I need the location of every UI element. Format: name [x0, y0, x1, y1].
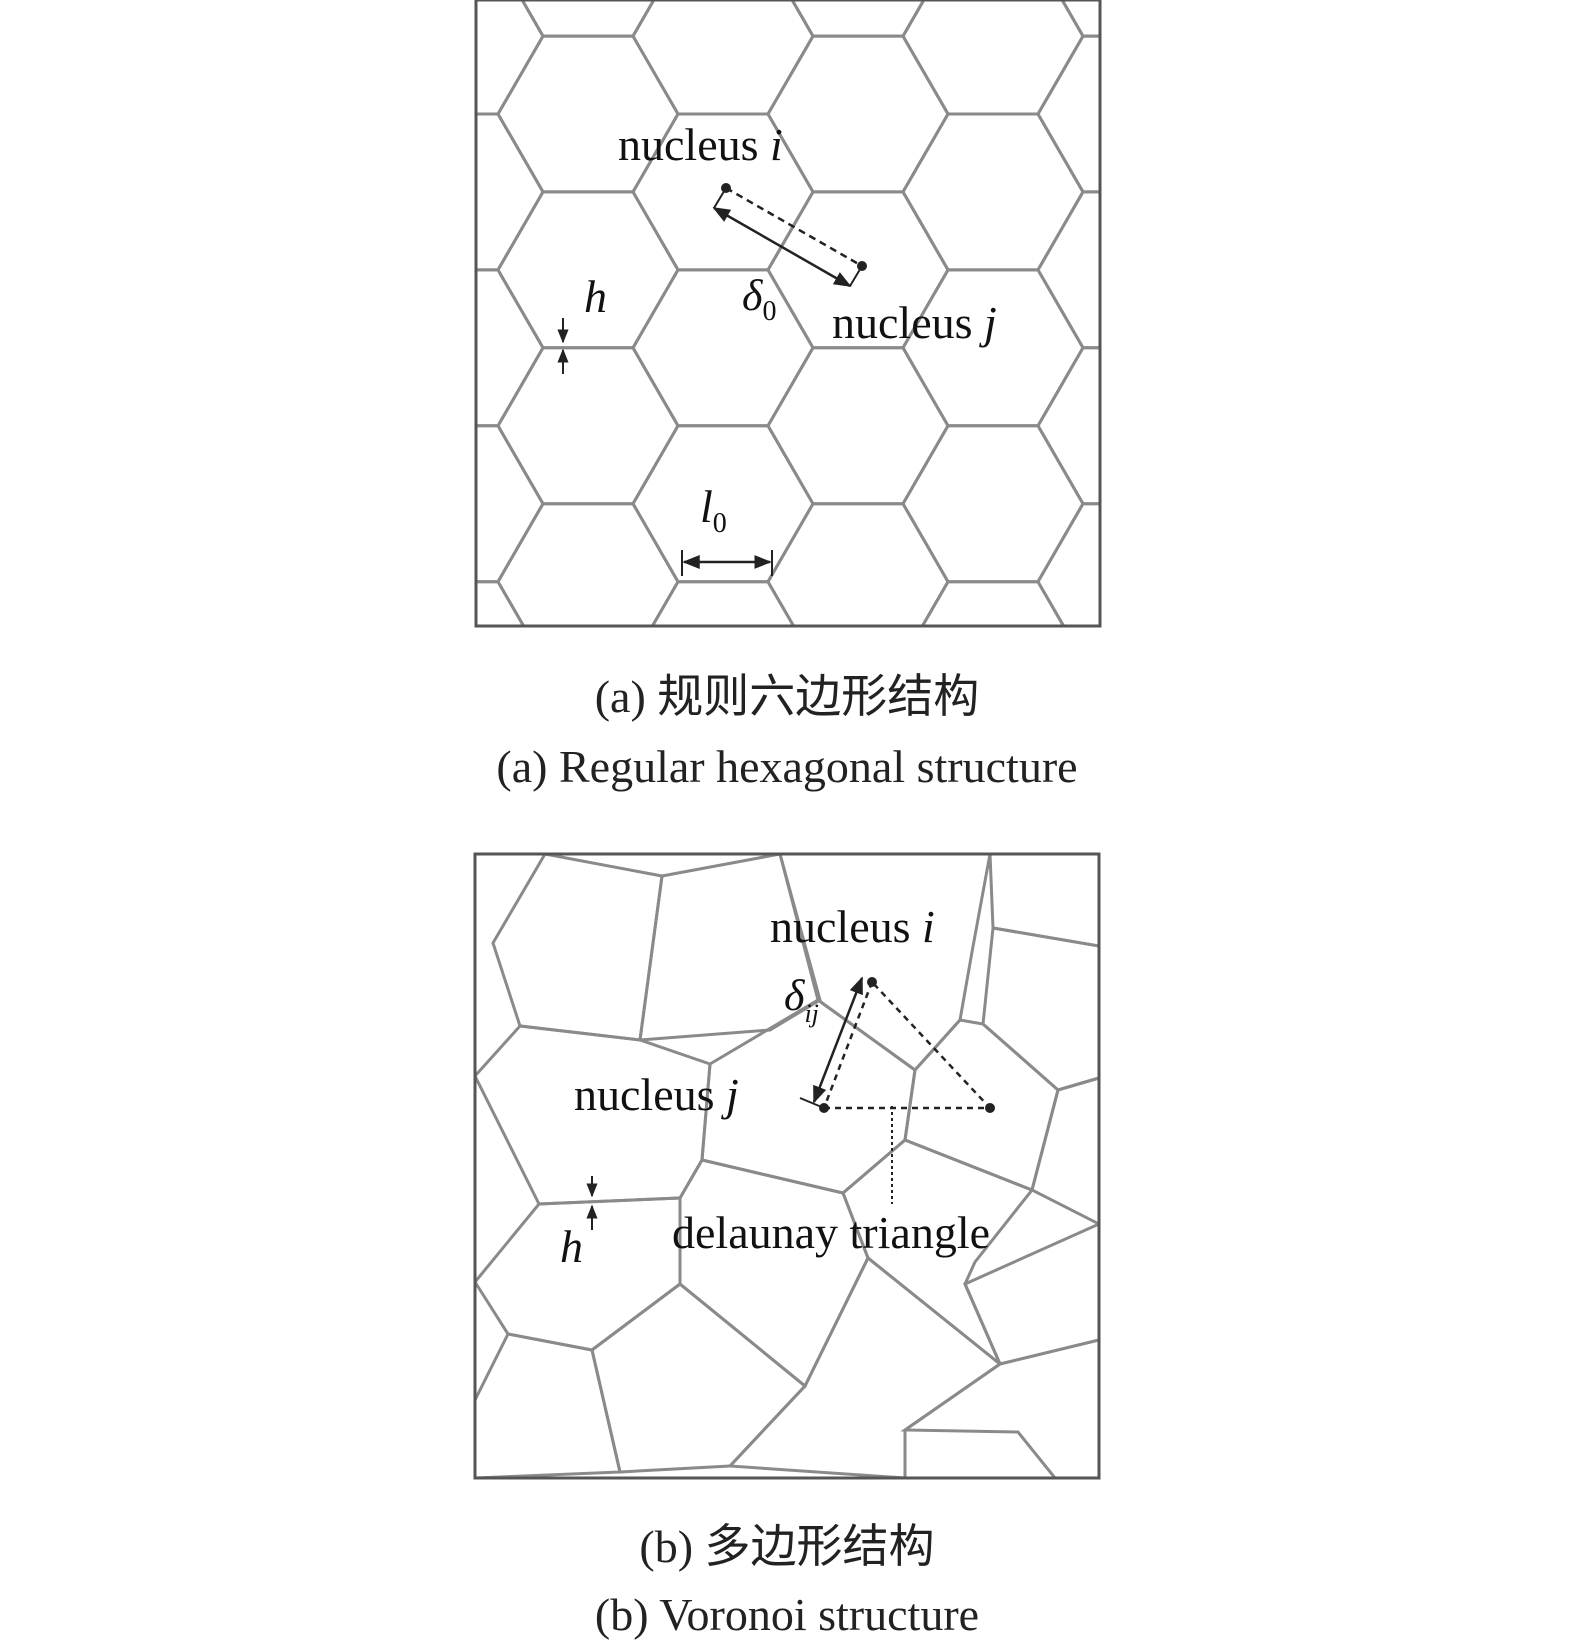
hexagon-cell	[1308, 0, 1488, 36]
hexagon-cell	[1173, 114, 1353, 270]
panel-a: nucleus i nucleus j δ0 h l0 (a) 规则六边形结构 …	[363, 0, 1488, 1049]
hexagon-cell	[476, 580, 526, 626]
panel-a-frame	[474, 0, 1102, 628]
nucleus-j-label-a: nucleus j	[832, 297, 997, 348]
hexagon-cell	[1036, 346, 1100, 506]
hexagon-cell	[631, 424, 815, 584]
hexagon-cell	[476, 112, 545, 272]
hexagon-cell	[1173, 582, 1353, 738]
l0-label: l0	[700, 481, 727, 539]
nucleus-i-label-a: nucleus i	[618, 119, 783, 170]
hexagon-grid	[363, 0, 1488, 1049]
hexagon-cell	[901, 112, 1085, 272]
hexagon-cell	[1308, 192, 1488, 348]
hexagon-cell	[766, 502, 950, 626]
hexagon-cell	[496, 346, 680, 506]
nucleus-j-label-b: nucleus j	[574, 1069, 739, 1120]
hexagon-cell	[631, 0, 815, 116]
voronoi-cell	[963, 1222, 1099, 1366]
hexagon-cell	[1036, 502, 1100, 626]
delaunay-label: delaunay triangle	[672, 1207, 990, 1258]
voronoi-cell	[981, 926, 1099, 1092]
hexagon-cell	[1173, 0, 1353, 114]
nucleus-i-label-b: nucleus i	[770, 901, 935, 952]
hexagon-cell	[1173, 426, 1353, 582]
hexagon-cell	[496, 502, 680, 626]
delta0-arrow	[712, 206, 852, 288]
hexagon-cell	[766, 346, 950, 506]
caption-a-en: (a) Regular hexagonal structure	[496, 741, 1077, 792]
third-nucleus-dot	[985, 1103, 995, 1113]
hexagon-cell	[1173, 893, 1353, 1049]
hexagon-cell	[1173, 270, 1353, 426]
delta-ij-label: δij	[784, 971, 819, 1028]
voronoi-cell	[1030, 1076, 1099, 1226]
caption-b-zh: (b) 多边形结构	[639, 1521, 934, 1572]
h-label-b: h	[560, 1221, 583, 1272]
hexagon-cell	[476, 268, 545, 428]
nucleus-j-dot	[857, 261, 867, 271]
hexagon-cell	[1308, 36, 1488, 192]
hexagon-cell	[1308, 660, 1488, 816]
hexagon-cell	[766, 34, 950, 194]
voronoi-cell	[590, 1282, 808, 1474]
h-label-a: h	[584, 271, 607, 322]
hexagon-cell	[1308, 816, 1488, 972]
caption-b-en: (b) Voronoi structure	[595, 1589, 979, 1640]
voronoi-cell	[988, 854, 1099, 948]
hexagon-cell	[1038, 816, 1218, 972]
voronoi-cell	[900, 1338, 1099, 1478]
voronoi-cell	[491, 854, 664, 1042]
hexagon-cell	[1308, 504, 1488, 660]
panel-b-frame	[473, 852, 1101, 1480]
hexagon-cell	[363, 893, 543, 1049]
voronoi-cell	[778, 854, 992, 1073]
delta0-label: δ0	[742, 271, 776, 327]
voronoi-cell	[475, 1332, 622, 1478]
caption-a-zh: (a) 规则六边形结构	[595, 671, 980, 722]
hexagon-cell	[901, 0, 1085, 116]
hexagon-cell	[476, 424, 545, 584]
panel-b: nucleus i nucleus j δij delaunay triangl…	[473, 852, 1101, 1640]
hexagon-cell	[1173, 738, 1353, 894]
voronoi-cell	[726, 1255, 1003, 1478]
hexagon-cell	[476, 0, 545, 116]
hexagon-cell	[1308, 348, 1488, 504]
nucleus-link-dashed-b	[822, 981, 874, 1109]
nucleus-j-dot-b	[819, 1103, 829, 1113]
hexagon-cell	[1036, 34, 1100, 194]
voronoi-cell	[903, 1018, 1060, 1193]
delta-ij-arrow	[812, 976, 864, 1104]
nucleus-i-dot	[721, 183, 731, 193]
nucleus-i-dot-b	[867, 977, 877, 987]
hexagon-cell	[901, 424, 1085, 584]
hexagon-cell	[496, 190, 680, 350]
hexagon-cell	[631, 268, 815, 428]
voronoi-cell	[678, 1158, 870, 1389]
hexagon-cell	[1036, 190, 1100, 350]
hexagon-cell	[1038, 660, 1218, 816]
hexagon-cell	[1060, 0, 1100, 38]
